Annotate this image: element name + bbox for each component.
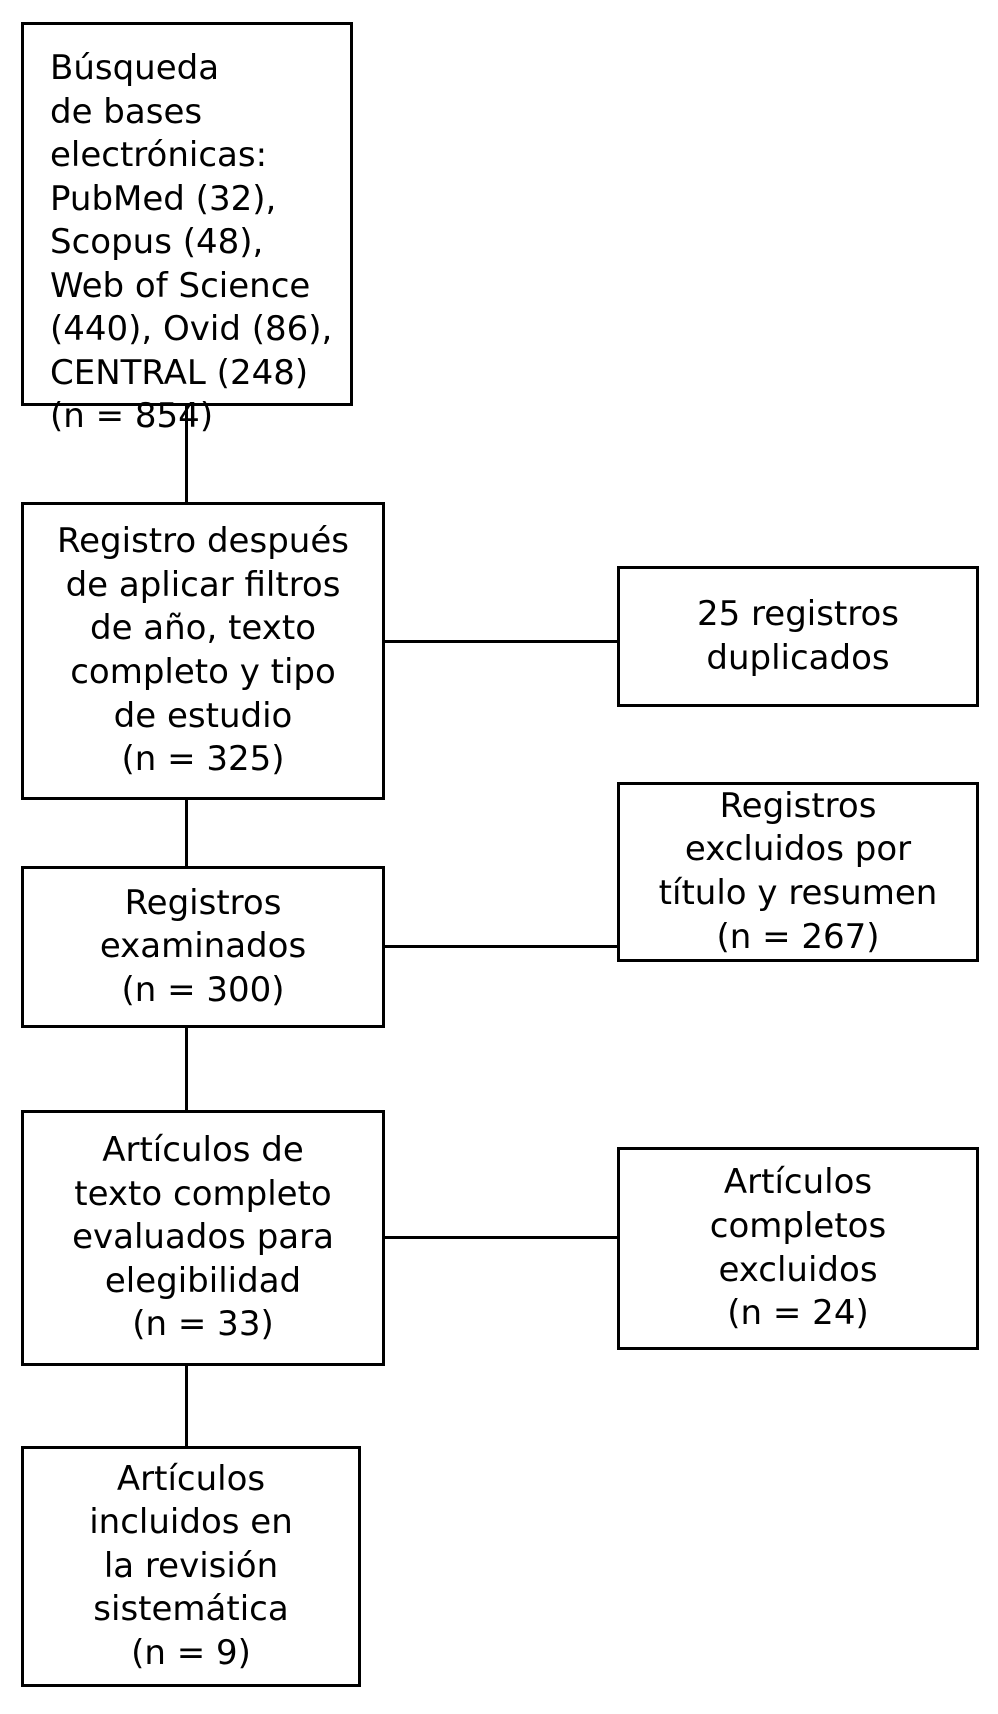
node-screening-filter-line: Registro después: [57, 521, 349, 562]
node-duplicates-line: 25 registros: [696, 593, 900, 634]
node-excluded-title-abstract-line: excluidos por: [684, 829, 912, 870]
node-excluded-title-abstract: Registros excluidos por título y resumen…: [617, 782, 979, 962]
connector-identification-to-filter: [185, 406, 188, 502]
node-identification-line: electrónicas:: [50, 135, 268, 176]
connector-fulltext-to-included: [185, 1366, 188, 1446]
node-duplicates-line: duplicados: [706, 637, 890, 678]
node-screening-filter: Registro después de aplicar filtros de a…: [21, 502, 385, 800]
connector-fulltext-to-excluded-fulltext: [385, 1236, 617, 1239]
node-identification-line: CENTRAL (248): [50, 352, 309, 393]
node-records-screened: Registros examinados (n = 300): [21, 866, 385, 1028]
node-screening-filter-line: completo y tipo: [70, 652, 336, 692]
node-excluded-fulltext-line: (n = 24): [727, 1293, 869, 1334]
node-fulltext-assessed-line: elegibilidad: [104, 1260, 302, 1301]
node-fulltext-assessed-line: evaluados para: [72, 1217, 334, 1258]
node-excluded-title-abstract-line: (n = 267): [716, 916, 880, 957]
node-identification-line: PubMed (32),: [50, 178, 277, 219]
node-identification: Búsqueda de bases electrónicas: PubMed (…: [21, 22, 353, 436]
connector-filter-to-screened: [185, 800, 188, 866]
node-screening-filter-line: (n = 325): [121, 739, 285, 780]
node-identification-line: Web of Science: [50, 265, 311, 306]
node-excluded-fulltext-line: excluidos: [718, 1249, 878, 1290]
node-fulltext-assessed-line: Artículos de: [102, 1130, 304, 1171]
node-excluded-fulltext-line: Artículos: [723, 1162, 873, 1203]
node-identification-line: de bases: [50, 91, 203, 132]
node-included-line: Artículos: [116, 1458, 266, 1499]
node-identification-line: Búsqueda: [50, 48, 220, 88]
node-excluded-fulltext-line: completos: [709, 1205, 887, 1246]
node-records-screened-line: examinados: [99, 926, 307, 967]
node-identification-line: (n = 854): [50, 396, 214, 437]
node-excluded-title-abstract-line: título y resumen: [658, 873, 938, 913]
node-records-screened-line: Registros: [124, 882, 282, 923]
connector-filter-to-duplicates: [385, 640, 617, 643]
node-included-line: la revisión: [103, 1545, 279, 1586]
node-included-line: (n = 9): [131, 1632, 251, 1673]
node-screening-filter-line: de año, texto: [89, 608, 316, 649]
node-excluded-fulltext: Artículos completos excluidos (n = 24): [617, 1147, 979, 1350]
node-screening-filter-line: de aplicar filtros: [65, 564, 341, 605]
node-included-line: incluidos en: [89, 1502, 293, 1543]
node-duplicates: 25 registros duplicados: [617, 566, 979, 707]
node-included-line: sistemática: [93, 1589, 289, 1630]
node-included: Artículos incluidos en la revisión siste…: [21, 1446, 361, 1687]
connector-screened-to-excluded-title: [385, 945, 617, 948]
node-fulltext-assessed: Artículos de texto completo evaluados pa…: [21, 1110, 385, 1366]
node-fulltext-assessed-line: (n = 33): [132, 1304, 274, 1345]
node-fulltext-assessed-line: texto completo: [74, 1173, 332, 1214]
node-records-screened-line: (n = 300): [121, 969, 285, 1010]
connector-screened-to-fulltext: [185, 1028, 188, 1110]
node-identification-line: (440), Ovid (86),: [50, 309, 333, 350]
node-identification-line: Scopus (48),: [50, 222, 264, 263]
node-screening-filter-line: de estudio: [113, 695, 293, 736]
node-excluded-title-abstract-line: Registros: [719, 785, 877, 826]
